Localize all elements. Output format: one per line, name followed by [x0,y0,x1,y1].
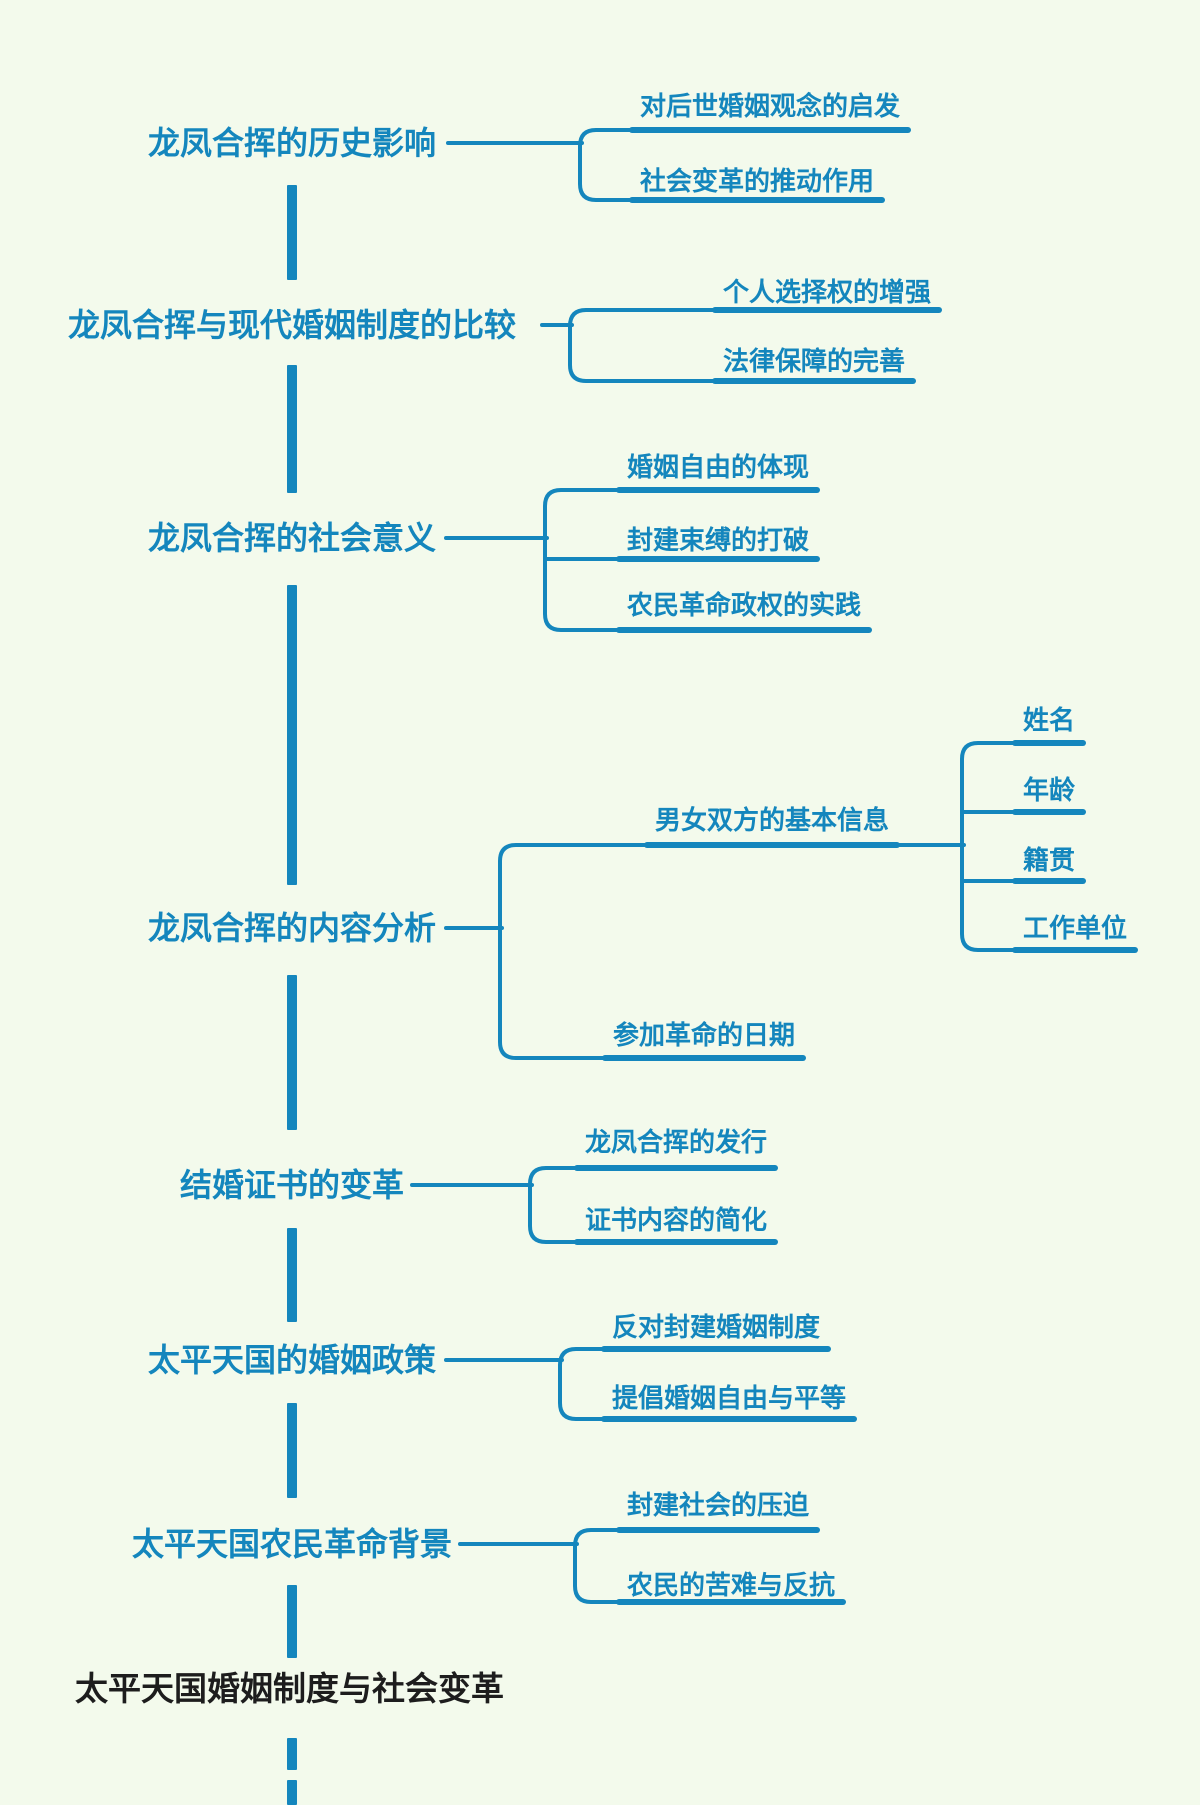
child-node-basic-info[interactable]: 男女双方的基本信息 [655,805,890,835]
spine-segment [287,365,297,493]
branch-bracket [558,1347,608,1421]
grandchild-node[interactable]: 年龄 [1023,775,1076,805]
grandchild-node[interactable]: 姓名 [1023,705,1076,735]
topic-node-marriage-policy[interactable]: 太平天国的婚姻政策 [147,1342,437,1378]
child-node[interactable]: 封建束缚的打破 [627,525,810,555]
grandchild-node[interactable]: 工作单位 [1023,913,1128,943]
branch-bracket [960,741,1019,952]
topic-node-modern-comparison[interactable]: 龙凤合挥与现代婚姻制度的比较 [67,307,517,343]
child-node[interactable]: 社会变革的推动作用 [640,166,875,196]
branch-bracket [573,1528,623,1604]
child-node[interactable]: 农民的苦难与反抗 [627,1570,836,1600]
spine-segment [287,185,297,280]
spine-segment [287,1738,297,1770]
spine-segment [287,1228,297,1322]
branch-bracket [578,128,636,202]
topic-node-revolution-background[interactable]: 太平天国农民革命背景 [131,1526,453,1562]
spine-segment [287,1585,297,1658]
spine-segment [287,585,297,885]
spine-segment [287,975,297,1130]
child-node[interactable]: 参加革命的日期 [613,1020,796,1050]
branch-bracket [498,843,651,1060]
root-title-node[interactable]: 太平天国婚姻制度与社会变革 [75,1670,504,1707]
branch-bracket [568,308,719,383]
child-node[interactable]: 反对封建婚姻制度 [612,1312,821,1342]
spine-segments [287,185,297,1805]
child-node[interactable]: 封建社会的压迫 [627,1490,810,1520]
branch-bracket [528,1166,581,1244]
child-node[interactable]: 法律保障的完善 [723,346,906,376]
child-node[interactable]: 个人选择权的增强 [723,277,932,307]
child-node[interactable]: 对后世婚姻观念的启发 [640,91,901,121]
child-node[interactable]: 婚姻自由的体现 [627,452,810,482]
topic-node-social-significance[interactable]: 龙凤合挥的社会意义 [147,520,437,556]
topic-node-certificate-reform[interactable]: 结婚证书的变革 [179,1167,405,1203]
child-node[interactable]: 提倡婚姻自由与平等 [612,1383,847,1413]
spine-segment [287,1403,297,1498]
topic-node-content-analysis[interactable]: 龙凤合挥的内容分析 [147,910,437,946]
spine-segment [287,1780,297,1805]
topic-node-historical-impact[interactable]: 龙凤合挥的历史影响 [147,125,437,161]
child-node[interactable]: 龙凤合挥的发行 [585,1127,768,1157]
grandchild-node[interactable]: 籍贯 [1023,845,1076,875]
child-node[interactable]: 证书内容的简化 [585,1205,768,1235]
child-node[interactable]: 农民革命政权的实践 [627,590,862,620]
